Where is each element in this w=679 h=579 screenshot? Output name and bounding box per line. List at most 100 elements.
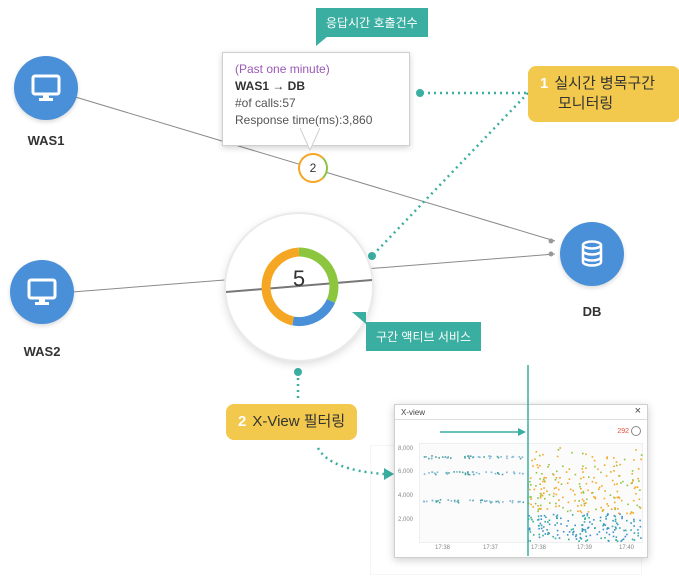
- scatter-point: [619, 513, 621, 515]
- scatter-point: [606, 457, 608, 460]
- scatter-point: [468, 456, 470, 458]
- scatter-point: [618, 474, 621, 477]
- scatter-point: [566, 510, 569, 513]
- scatter-point: [632, 479, 634, 481]
- scatter-point: [532, 465, 534, 467]
- scatter-point: [593, 476, 595, 479]
- scatter-point: [595, 482, 597, 484]
- scatter-point: [555, 477, 558, 479]
- scatter-point: [529, 480, 531, 483]
- db-node[interactable]: [560, 222, 624, 286]
- scatter-point: [560, 483, 563, 485]
- scatter-point: [480, 501, 482, 504]
- scatter-point: [562, 496, 564, 499]
- scatter-point: [606, 503, 608, 505]
- response-calls-callout: 응답시간 호출건수: [316, 8, 428, 37]
- xview-scatter[interactable]: [419, 443, 643, 543]
- scatter-point: [613, 470, 615, 472]
- scatter-point: [527, 539, 529, 542]
- active-service-donut: [226, 247, 372, 327]
- scatter-point: [585, 467, 587, 469]
- scatter-point: [464, 473, 467, 476]
- tooltip-calls: #of calls:57: [235, 96, 296, 110]
- scatter-point: [530, 496, 532, 498]
- scatter-point: [616, 490, 619, 493]
- scatter-point: [579, 510, 582, 512]
- scatter-point: [556, 529, 559, 532]
- scatter-point: [537, 497, 539, 499]
- close-icon[interactable]: ×: [634, 405, 641, 417]
- scatter-point: [558, 505, 560, 507]
- scatter-point: [511, 501, 514, 504]
- scatter-point: [633, 539, 636, 541]
- scatter-point: [604, 524, 607, 526]
- tooltip-response: Response time(ms):3,860: [235, 113, 373, 127]
- scatter-point: [632, 480, 634, 482]
- scatter-point: [588, 476, 590, 478]
- scatter-point: [585, 502, 587, 504]
- scatter-point: [589, 534, 592, 537]
- scatter-point: [529, 488, 531, 491]
- scatter-point: [579, 536, 581, 539]
- scatter-point: [602, 524, 604, 527]
- scatter-point: [594, 465, 596, 468]
- database-icon: [581, 240, 603, 267]
- scatter-point: [603, 523, 605, 526]
- scatter-point: [552, 473, 554, 475]
- scatter-point: [562, 506, 564, 509]
- scatter-point: [575, 535, 577, 538]
- scatter-point: [539, 483, 541, 485]
- scatter-point: [490, 455, 492, 458]
- scatter-point: [639, 525, 642, 528]
- scatter-point: [608, 540, 610, 542]
- scatter-point: [537, 515, 540, 518]
- scatter-point: [522, 501, 525, 504]
- scatter-point: [581, 530, 584, 532]
- scatter-point: [545, 516, 547, 519]
- scatter-point: [490, 501, 492, 504]
- was1-label: WAS1: [27, 133, 65, 148]
- scatter-point: [578, 500, 580, 502]
- scatter-point: [581, 468, 584, 470]
- scatter-point: [600, 506, 602, 509]
- scatter-point: [611, 479, 614, 482]
- tooltip-tail: [300, 128, 320, 152]
- scatter-point: [538, 527, 540, 530]
- scatter-point: [585, 453, 587, 456]
- scatter-point: [584, 517, 586, 519]
- scatter-point: [544, 520, 546, 523]
- scatter-point: [581, 528, 584, 530]
- scatter-point: [546, 508, 549, 510]
- scatter-point: [605, 518, 607, 520]
- scatter-point: [591, 480, 594, 483]
- was1-node[interactable]: [14, 56, 78, 120]
- scatter-point: [586, 513, 589, 515]
- scatter-point: [457, 499, 460, 502]
- scatter-point: [582, 490, 585, 493]
- refresh-icon[interactable]: [631, 426, 641, 436]
- scatter-point: [582, 471, 584, 473]
- scatter-point: [572, 528, 574, 530]
- scatter-point: [619, 463, 622, 466]
- scatter-point: [540, 515, 542, 517]
- scatter-point: [506, 471, 508, 474]
- scatter-point: [566, 482, 569, 484]
- was2-node[interactable]: [10, 260, 74, 324]
- scatter-point: [612, 535, 615, 538]
- scatter-point: [477, 456, 480, 458]
- scatter-point: [435, 456, 437, 458]
- scatter-point: [623, 529, 625, 532]
- scatter-point: [545, 477, 547, 479]
- link-count-badge[interactable]: 2: [298, 153, 328, 183]
- scatter-point: [529, 477, 532, 479]
- scatter-point: [540, 488, 543, 490]
- scatter-point: [456, 500, 459, 503]
- scatter-point: [615, 539, 618, 541]
- scatter-point: [616, 496, 619, 499]
- scatter-point: [538, 524, 540, 527]
- scatter-point: [544, 533, 547, 535]
- scatter-point: [554, 479, 557, 481]
- scatter-point: [547, 466, 549, 468]
- scatter-point: [540, 504, 542, 507]
- scatter-point: [605, 531, 608, 534]
